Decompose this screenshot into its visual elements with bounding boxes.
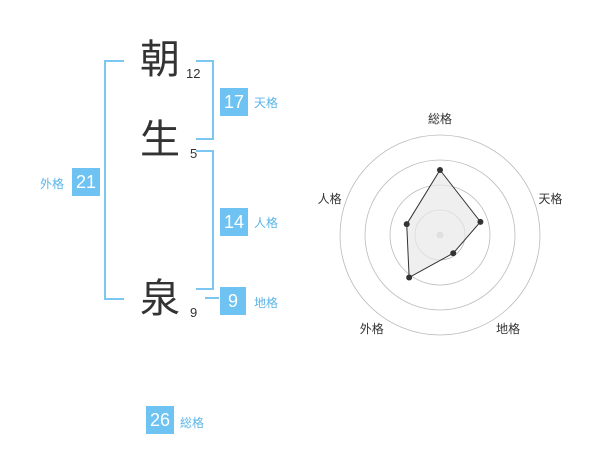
jinkaku-bracket — [196, 150, 214, 290]
soukaku-value: 26 — [146, 406, 174, 434]
radar-axis-label-1: 総格 — [428, 111, 452, 126]
radar-point-4 — [406, 274, 413, 281]
chikaku-label: 地格 — [254, 296, 279, 310]
gaikaku-bracket — [104, 60, 124, 300]
name-char-3: 泉 — [140, 276, 180, 322]
gaikaku-label: 外格 — [40, 177, 65, 191]
radar-axis-label-3: 地格 — [496, 321, 520, 336]
radar-ring — [364, 159, 516, 311]
name-char-1: 朝 — [140, 37, 180, 83]
radar-axis-label-4: 外格 — [360, 321, 384, 336]
stroke-count-3: 9 — [190, 305, 198, 320]
radar-axis-label-2: 天格 — [538, 191, 562, 206]
radar-series-shape — [406, 169, 482, 279]
name-char-2: 生 — [140, 117, 180, 163]
tenkaku-value: 17 — [220, 88, 248, 116]
radar-point-5 — [403, 221, 410, 228]
gaikaku-value: 21 — [72, 168, 100, 196]
stroke-count-2: 5 — [190, 146, 198, 161]
jinkaku-label: 人格 — [254, 216, 279, 230]
radar-ring — [339, 134, 541, 336]
stroke-count-1: 12 — [186, 66, 201, 81]
chikaku-connector — [205, 297, 219, 299]
tenkaku-bracket — [196, 60, 214, 140]
jinkaku-value: 14 — [220, 208, 248, 236]
tenkaku-label: 天格 — [254, 96, 279, 110]
chikaku-value: 9 — [220, 287, 246, 315]
radar-axis-label-5: 人格 — [318, 191, 342, 206]
soukaku-label: 総格 — [180, 416, 205, 430]
radar-point-1 — [437, 167, 443, 173]
radar-point-3 — [450, 250, 457, 257]
radar-point-2 — [477, 218, 484, 225]
